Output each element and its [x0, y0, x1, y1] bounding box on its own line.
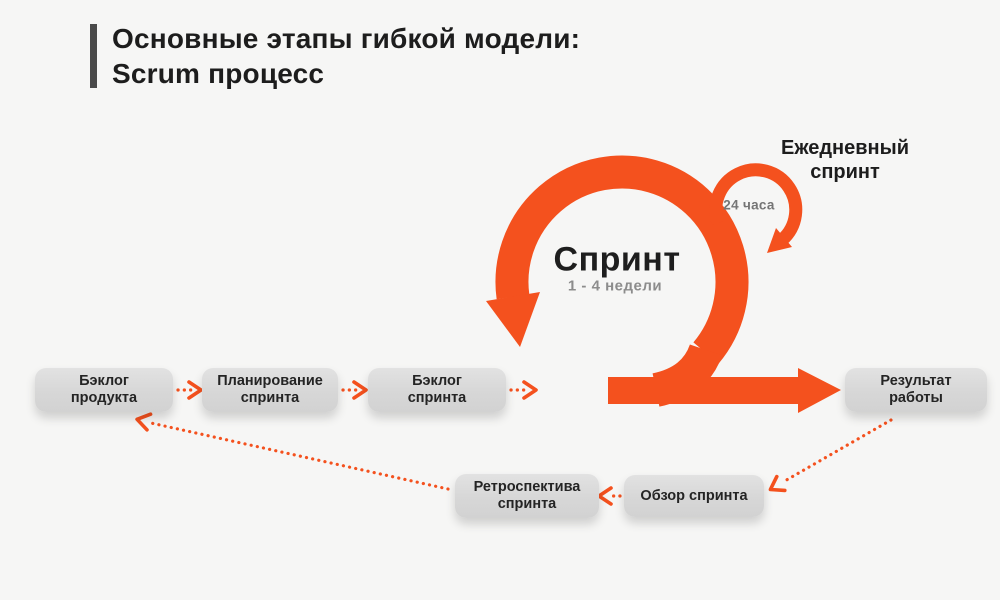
title-line-1: Основные этапы гибкой модели: [112, 23, 581, 54]
node-sprint-backlog: Бэклог спринта [368, 368, 506, 412]
page-title: Основные этапы гибкой модели: Scrum проц… [90, 21, 580, 91]
daily-sprint-duration: 24 часа [723, 197, 775, 213]
title-text: Основные этапы гибкой модели: Scrum проц… [112, 21, 580, 91]
sprint-loop-duration: 1 - 4 недели [567, 277, 663, 295]
chevron-left-icon [597, 486, 613, 506]
node-work-result: Результат работы [845, 368, 987, 412]
sprint-loop-title: Спринт [553, 240, 681, 279]
daily-loop-arc [709, 163, 803, 245]
chevron-right-icon [522, 380, 538, 400]
title-line-2: Scrum процесс [112, 58, 325, 89]
chevron-upleft-icon [135, 412, 153, 432]
connector-retro-to-backlog [149, 421, 450, 491]
title-accent-bar [90, 24, 97, 88]
chevron-downleft-icon [768, 474, 787, 493]
node-sprint-planning: Планирование спринта [202, 368, 338, 412]
sprint-loop-arrowhead-icon [486, 292, 540, 347]
connector-result-to-review [781, 418, 893, 484]
result-arrow-icon [608, 368, 841, 413]
node-sprint-review: Обзор спринта [624, 475, 764, 517]
chevron-right-icon [187, 380, 203, 400]
node-product-backlog: Бэклог продукта [35, 368, 173, 412]
daily-loop-arrowhead-icon [767, 228, 792, 253]
node-sprint-retrospective: Ретроспектива спринта [455, 474, 599, 518]
chevron-right-icon [352, 380, 368, 400]
daily-sprint-title: Ежедневный спринт [780, 137, 910, 183]
sprint-loop-arc [495, 155, 749, 364]
